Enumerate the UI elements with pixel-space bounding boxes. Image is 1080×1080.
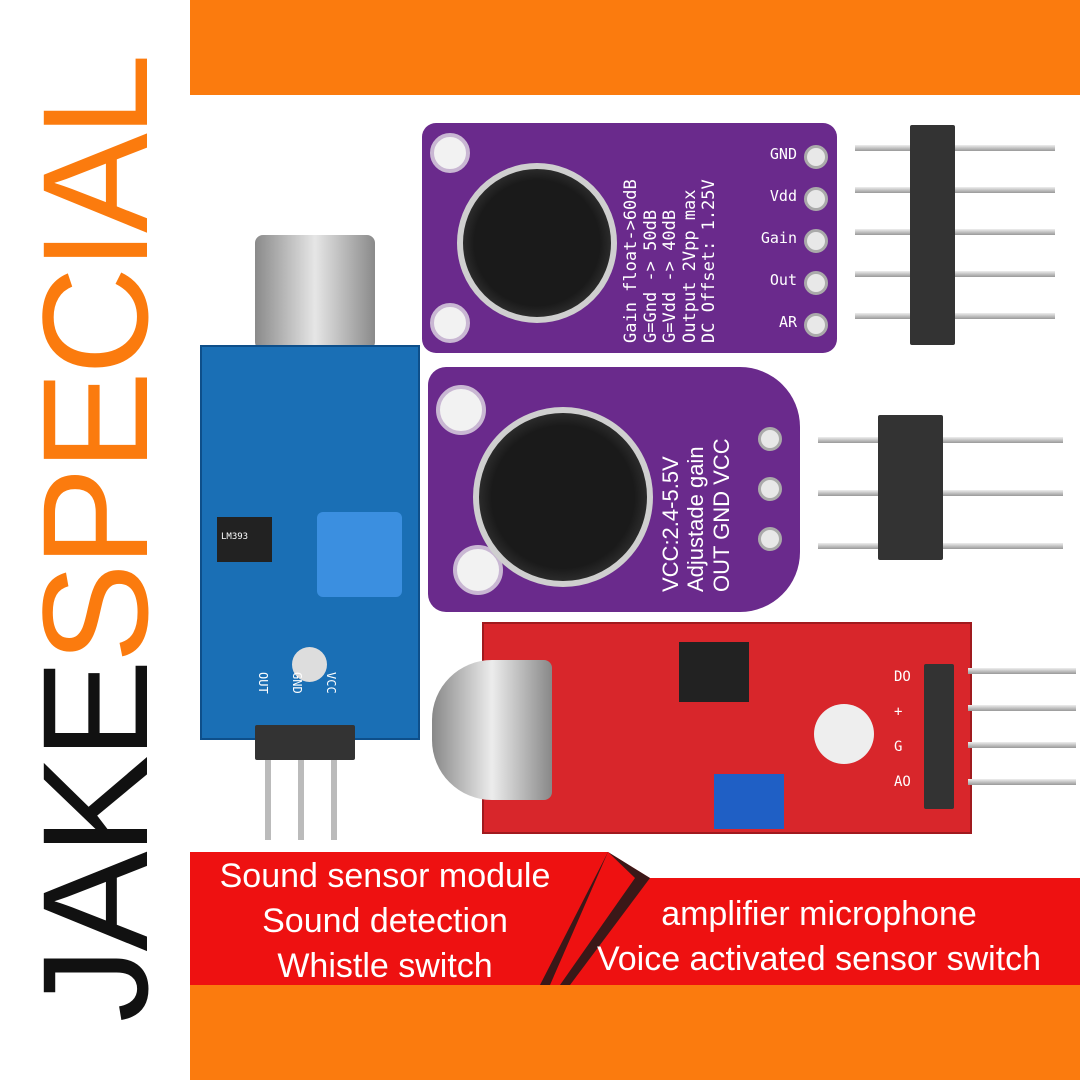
- mount-hole: [430, 303, 470, 343]
- pin-label: OUT: [256, 672, 270, 694]
- mount-hole: [436, 385, 486, 435]
- pin-label: AO: [894, 774, 911, 790]
- pin-header: [924, 664, 954, 809]
- pin-label: AR: [778, 313, 797, 331]
- brand-part2: SPECIAL: [11, 57, 179, 664]
- pin-label: GND: [769, 145, 797, 163]
- pin-pad: [804, 313, 828, 337]
- pin-pad: [758, 427, 782, 451]
- pin-label: Gain: [760, 229, 797, 247]
- banner-line: amplifier microphone: [661, 895, 977, 933]
- brand-logo: JAKESPECIAL: [11, 58, 179, 1023]
- pin-pad: [804, 271, 828, 295]
- microphone: [473, 407, 653, 587]
- banner-line: Voice activated sensor switch: [596, 940, 1042, 978]
- pin-pad: [804, 145, 828, 169]
- mount-hole: [430, 133, 470, 173]
- blue-sound-sensor-module: LM393 OUT GND VCC: [200, 345, 420, 740]
- max4466-module: VCC:2.4-5.5V Adjustade gain OUT GND VCC: [428, 367, 800, 612]
- top-orange-bar: [190, 0, 1080, 95]
- pin-pad: [758, 527, 782, 551]
- electret-microphone: [255, 235, 375, 350]
- pin-pad: [758, 477, 782, 501]
- electret-microphone: [432, 660, 552, 800]
- mount-hole: [453, 545, 503, 595]
- potentiometer: [714, 774, 784, 829]
- pin-header-5: [855, 125, 1055, 345]
- mount-hole: [814, 704, 874, 764]
- comparator-chip: LM393: [217, 517, 272, 562]
- pin-label: Out: [769, 271, 797, 289]
- banner-line: Sound detection: [262, 902, 508, 940]
- comparator-chip: [679, 642, 749, 702]
- feature-banner: Sound sensor module Sound detection Whis…: [190, 852, 1080, 985]
- pin-label: GND: [290, 672, 304, 694]
- pin-label: Vdd: [769, 187, 797, 205]
- pin-label: VCC: [324, 672, 338, 694]
- max9814-module: Gain float->60dB G=Gnd -> 50dB G=Vdd -> …: [422, 123, 837, 353]
- pin-label: DO: [894, 669, 911, 685]
- banner-left-text: Sound sensor module Sound detection Whis…: [190, 854, 580, 989]
- pin-label: G: [894, 739, 903, 755]
- banner-line: Sound sensor module: [219, 857, 551, 895]
- mount-hole: [292, 647, 327, 682]
- pin-header: [255, 725, 355, 760]
- brand-part1: JAKE: [11, 663, 179, 1023]
- banner-line: Whistle switch: [277, 947, 493, 985]
- banner-right-text: amplifier microphone Voice activated sen…: [558, 892, 1080, 982]
- silkscreen-text: Gain float->60dB G=Gnd -> 50dB G=Vdd -> …: [621, 179, 720, 343]
- bottom-orange-bar: [190, 985, 1080, 1080]
- microphone: [457, 163, 617, 323]
- pin-pad: [804, 187, 828, 211]
- silkscreen-text: VCC:2.4-5.5V Adjustade gain OUT GND VCC: [658, 438, 734, 592]
- potentiometer: [317, 512, 402, 597]
- banner-shapes: [190, 852, 1080, 985]
- pin-label: +: [894, 704, 903, 720]
- pin-labels: GND Vdd Gain Out AR: [747, 145, 837, 355]
- red-sound-sensor-module: DO + G AO: [482, 622, 972, 834]
- pin-pad: [804, 229, 828, 253]
- pin-header-3: [818, 410, 1063, 560]
